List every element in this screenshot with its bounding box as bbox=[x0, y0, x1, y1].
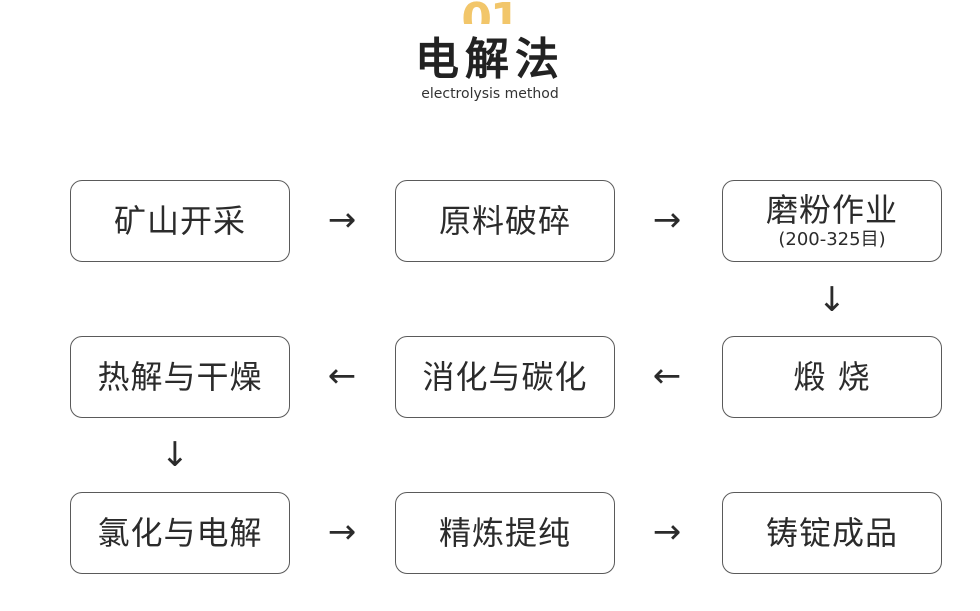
step-sublabel: (200-325目) bbox=[778, 229, 886, 250]
arrow-right-icon: → bbox=[652, 200, 682, 240]
page-subtitle: electrolysis method bbox=[421, 86, 559, 102]
step-mining: 矿山开采 bbox=[70, 180, 290, 262]
page-title: 电解法 bbox=[415, 34, 565, 85]
step-label: 原料破碎 bbox=[438, 202, 571, 240]
step-label: 氯化与电解 bbox=[97, 514, 263, 552]
arrow-down-icon: ↓ bbox=[817, 280, 847, 320]
step-label: 煅 烧 bbox=[793, 358, 871, 396]
arrow-left-icon: ← bbox=[327, 356, 357, 396]
step-label: 精炼提纯 bbox=[438, 514, 571, 552]
arrow-down-icon: ↓ bbox=[160, 435, 190, 475]
step-refining: 精炼提纯 bbox=[395, 492, 615, 574]
header: 01 电解法 electrolysis method bbox=[0, 0, 980, 110]
step-label: 磨粉作业 bbox=[765, 191, 898, 229]
arrow-right-icon: → bbox=[652, 512, 682, 552]
step-chlorination-electrolysis: 氯化与电解 bbox=[70, 492, 290, 574]
step-pyrolysis-drying: 热解与干燥 bbox=[70, 336, 290, 418]
step-label: 热解与干燥 bbox=[97, 358, 263, 396]
step-label: 矿山开采 bbox=[113, 202, 246, 240]
step-grinding: 磨粉作业 (200-325目) bbox=[722, 180, 942, 262]
step-label: 消化与碳化 bbox=[422, 358, 588, 396]
arrow-right-icon: → bbox=[327, 512, 357, 552]
arrow-right-icon: → bbox=[327, 200, 357, 240]
step-label: 铸锭成品 bbox=[765, 514, 898, 552]
step-crushing: 原料破碎 bbox=[395, 180, 615, 262]
step-ingot-casting: 铸锭成品 bbox=[722, 492, 942, 574]
step-digestion-carbonation: 消化与碳化 bbox=[395, 336, 615, 418]
arrow-left-icon: ← bbox=[652, 356, 682, 396]
step-calcination: 煅 烧 bbox=[722, 336, 942, 418]
section-number: 01 bbox=[0, 0, 980, 24]
